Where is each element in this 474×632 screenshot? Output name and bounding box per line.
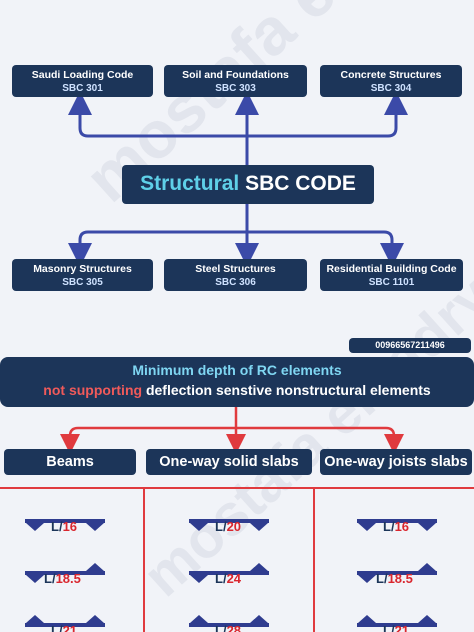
bottom-connector [68, 204, 404, 267]
support-triangle [358, 615, 376, 623]
code-title: Steel Structures [195, 263, 276, 275]
code-box-residential: Residential Building Code SBC 1101 [320, 259, 463, 291]
phone-number: 00966567211496 [349, 338, 471, 353]
ratio-value: 21 [394, 623, 410, 632]
category-one-way-joists-slabs: One-way joists slabs [320, 449, 472, 475]
category-beams: Beams [4, 449, 136, 475]
ratio-solid-2: L/24 [215, 571, 241, 586]
ratio-prefix: L/ [215, 571, 227, 586]
top-connector [68, 91, 408, 165]
support-triangle [190, 615, 208, 623]
ratio-joists-2: L/18.5 [376, 571, 413, 586]
code-title: Masonry Structures [33, 263, 132, 275]
support-triangle [418, 563, 436, 571]
code-title: Soil and Foundations [182, 69, 289, 81]
support-triangle [418, 523, 436, 531]
code-title: Concrete Structures [340, 69, 442, 81]
support-triangle [418, 615, 436, 623]
beam-glyphs [25, 519, 437, 627]
beam-line [357, 571, 437, 575]
code-box-steel: Steel Structures SBC 306 [164, 259, 307, 291]
ratio-value: 21 [62, 623, 78, 632]
support-triangle [86, 615, 104, 623]
code-number: SBC 306 [215, 277, 256, 288]
code-box-masonry: Masonry Structures SBC 305 [12, 259, 153, 291]
code-number: SBC 305 [62, 277, 103, 288]
support-triangle [86, 563, 104, 571]
ratio-beams-3: L/21 [51, 623, 77, 632]
beam-line [25, 571, 105, 575]
category-one-way-solid-slabs: One-way solid slabs [146, 449, 312, 475]
beam-line [357, 519, 437, 523]
hub-structural-sbc-code: Structural SBC CODE [122, 165, 374, 204]
banner-subtitle: not supporting deflection senstive nonst… [0, 380, 474, 400]
code-box-concrete: Concrete Structures SBC 304 [320, 65, 462, 97]
support-triangle [358, 575, 376, 583]
ratio-value: 28 [226, 623, 242, 632]
beam-line [189, 571, 269, 575]
code-number: SBC 1101 [368, 277, 415, 288]
ratio-solid-1: L/20 [215, 519, 241, 534]
banner-min-depth: Minimum depth of RC elements not support… [0, 357, 474, 407]
red-connector [60, 407, 404, 454]
ratio-value: 20 [226, 519, 242, 534]
code-number: SBC 301 [62, 83, 103, 94]
beam-line [189, 519, 269, 523]
table-frame [0, 487, 474, 632]
code-box-loading: Saudi Loading Code SBC 301 [12, 65, 153, 97]
hub-title: SBC CODE [239, 172, 356, 195]
support-triangle [190, 575, 208, 583]
beam-line [189, 623, 269, 627]
banner-emphasis: not supporting [43, 382, 143, 398]
ratio-prefix: L/ [383, 519, 395, 534]
ratio-joists-1: L/16 [383, 519, 409, 534]
ratio-prefix: L/ [215, 623, 227, 632]
ratio-prefix: L/ [376, 571, 388, 586]
support-triangle [26, 523, 44, 531]
banner-subtitle-rest: deflection senstive nonstructural elemen… [142, 382, 431, 398]
support-triangle [86, 523, 104, 531]
ratio-prefix: L/ [51, 623, 63, 632]
support-triangle [26, 615, 44, 623]
code-number: SBC 303 [215, 83, 256, 94]
ratio-value: 16 [62, 519, 78, 534]
banner-title: Minimum depth of RC elements [132, 362, 342, 378]
support-triangle [190, 523, 208, 531]
ratio-prefix: L/ [383, 623, 395, 632]
support-triangle [26, 575, 44, 583]
ratio-value: 24 [226, 571, 242, 586]
support-triangle [250, 563, 268, 571]
ratio-value: 16 [394, 519, 410, 534]
ratio-joists-3: L/21 [383, 623, 409, 632]
ratio-beams-2: L/18.5 [44, 571, 81, 586]
beam-line [25, 519, 105, 523]
ratio-prefix: L/ [51, 519, 63, 534]
ratio-prefix: L/ [44, 571, 56, 586]
ratio-value: 18.5 [387, 571, 413, 586]
support-triangle [250, 615, 268, 623]
code-box-soil: Soil and Foundations SBC 303 [164, 65, 307, 97]
ratio-value: 18.5 [55, 571, 81, 586]
ratio-prefix: L/ [215, 519, 227, 534]
support-triangle [358, 523, 376, 531]
ratio-beams-1: L/16 [51, 519, 77, 534]
support-triangle [250, 523, 268, 531]
code-title: Saudi Loading Code [31, 69, 134, 81]
code-number: SBC 304 [370, 83, 412, 94]
code-title: Residential Building Code [326, 263, 457, 275]
beam-line [25, 623, 105, 627]
hub-accent: Structural [140, 172, 240, 195]
beam-line [357, 623, 437, 627]
ratio-solid-3: L/28 [215, 623, 241, 632]
